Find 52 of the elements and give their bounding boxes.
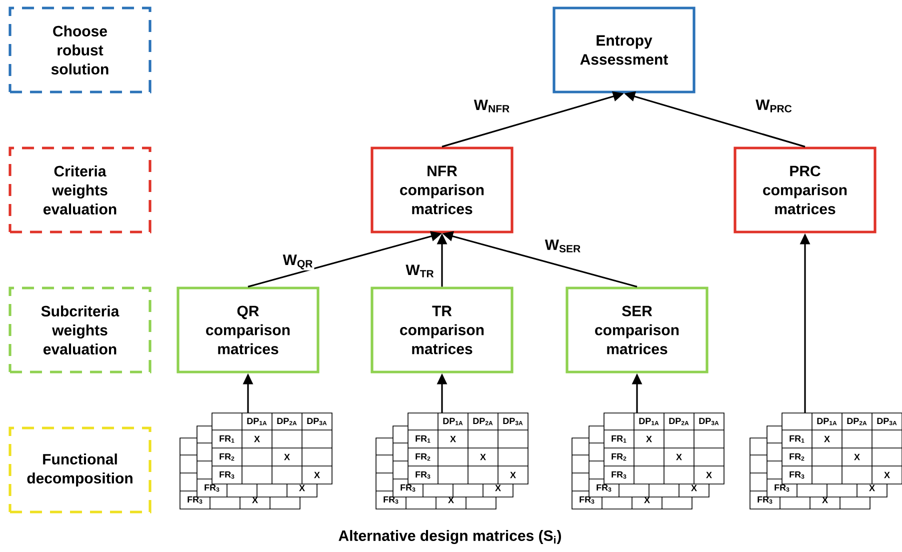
- process-box: QR comparison matrices: [176, 286, 320, 374]
- stage-label-box: Choose robust solution: [8, 6, 152, 94]
- row-label: FR$_{3}$: [758, 496, 772, 504]
- edge-label: W$_{SER}$: [544, 238, 582, 254]
- process-box: NFR comparison matrices: [370, 146, 514, 234]
- x-mark: X: [691, 484, 697, 492]
- process-box: SER comparison matrices: [566, 286, 708, 374]
- edge-label: W$_{TR}$: [404, 264, 436, 278]
- x-mark: X: [646, 436, 652, 442]
- stage-label-box: Criteria weights evaluation: [8, 146, 152, 234]
- row-label: FR$_{3}$: [580, 496, 594, 504]
- row-label: FR$_{2}$: [612, 453, 626, 461]
- row-label: FR$_{3}$: [612, 471, 626, 479]
- process-box: TR comparison matrices: [370, 286, 514, 374]
- column-label: DP$_{3A}$: [307, 418, 327, 426]
- x-mark: X: [450, 436, 456, 442]
- process-box: PRC comparison matrices: [734, 146, 876, 234]
- column-label: DP$_{1A}$: [817, 418, 837, 426]
- column-label: DP$_{2A}$: [473, 418, 493, 426]
- column-label: DP$_{3A}$: [877, 418, 897, 426]
- x-mark: X: [706, 472, 712, 478]
- x-mark: X: [448, 496, 454, 504]
- row-label: FR$_{3}$: [596, 484, 612, 492]
- column-label: DP$_{2A}$: [669, 418, 689, 426]
- edge-label: W$_{QR}$: [282, 254, 314, 270]
- edge-label: W$_{PRC}$: [754, 98, 794, 114]
- x-mark: X: [510, 472, 516, 478]
- row-label: FR$_{1}$: [612, 435, 626, 443]
- x-mark: X: [480, 454, 486, 460]
- row-label: FR$_{3}$: [384, 496, 398, 504]
- column-label: DP$_{2A}$: [847, 418, 867, 426]
- column-label: DP$_{3A}$: [503, 418, 523, 426]
- column-label: DP$_{1A}$: [443, 418, 463, 426]
- row-label: FR$_{3}$: [416, 471, 430, 479]
- x-mark: X: [644, 496, 650, 504]
- x-mark: X: [252, 496, 258, 504]
- stage-label-box: Functional decomposition: [8, 426, 152, 514]
- column-label: DP$_{3A}$: [699, 418, 719, 426]
- x-mark: X: [822, 496, 828, 504]
- row-label: FR$_{1}$: [416, 435, 430, 443]
- row-label: FR$_{2}$: [416, 453, 430, 461]
- x-mark: X: [676, 454, 682, 460]
- process-box: Entropy Assessment: [552, 6, 696, 94]
- x-mark: X: [495, 484, 501, 492]
- edge-label: W$_{NFR}$: [472, 98, 512, 114]
- column-label: DP$_{2A}$: [277, 418, 297, 426]
- row-label: FR$_{3}$: [188, 496, 202, 504]
- column-label: DP$_{1A}$: [247, 418, 267, 426]
- column-label: DP$_{1A}$: [639, 418, 659, 426]
- stage-label-box: Subcriteria weights evaluation: [8, 286, 152, 374]
- row-label: FR$_{3}$: [400, 484, 416, 492]
- caption: Alternative design matrices (S$_{i}$): [338, 530, 561, 544]
